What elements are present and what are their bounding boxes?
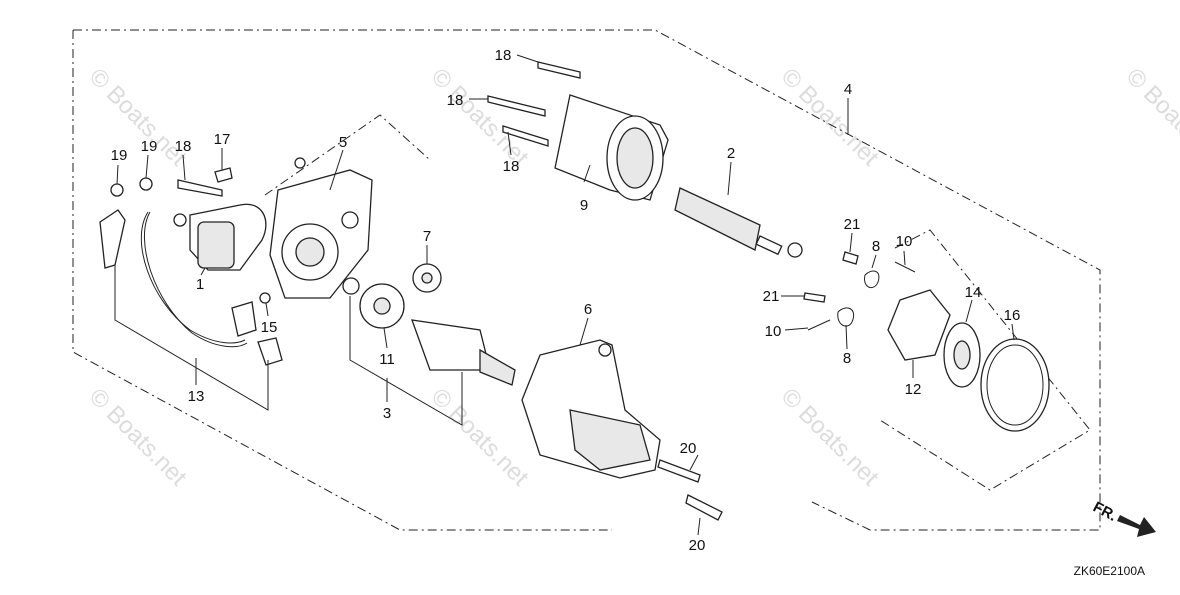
watermark: © Boats.net bbox=[426, 383, 534, 491]
part-21-screw bbox=[803, 292, 826, 303]
part-1-solenoid bbox=[173, 203, 267, 271]
part-18-bolt bbox=[537, 61, 581, 79]
callout-19: 19 bbox=[111, 147, 128, 164]
callout-8: 8 bbox=[872, 238, 880, 255]
part-8-spring bbox=[837, 307, 854, 327]
part-15-screw bbox=[259, 292, 271, 304]
callout-17: 17 bbox=[214, 131, 231, 148]
front-label: FR. bbox=[1090, 499, 1119, 525]
part-17-bolt bbox=[214, 167, 233, 183]
inner-boundary bbox=[264, 114, 431, 196]
callout-16: 16 bbox=[1004, 307, 1021, 324]
part-5-end-cover bbox=[269, 157, 373, 299]
watermark: © Boats.net bbox=[1121, 63, 1180, 171]
callout-20: 20 bbox=[680, 440, 697, 457]
watermark: © Boats.net bbox=[776, 63, 884, 171]
callout-19: 19 bbox=[141, 138, 158, 155]
callout-18: 18 bbox=[175, 138, 192, 155]
watermark: © Boats.net bbox=[776, 383, 884, 491]
callout-18: 18 bbox=[495, 47, 512, 64]
brush-group-boundary bbox=[879, 229, 1091, 491]
part-20-bolt bbox=[685, 494, 723, 521]
part-13-cable bbox=[99, 209, 257, 348]
part-19-nut bbox=[139, 177, 153, 191]
callout-18: 18 bbox=[447, 92, 464, 109]
callout-1: 1 bbox=[196, 276, 204, 293]
front-arrow-icon bbox=[1117, 515, 1156, 537]
diagram-code: ZK60E2100A bbox=[1074, 564, 1145, 578]
part-11-gear bbox=[359, 283, 405, 329]
part-20-bolt bbox=[657, 459, 701, 483]
callout-2: 2 bbox=[727, 145, 735, 162]
part-6-housing bbox=[521, 339, 661, 479]
part-9-yoke bbox=[554, 94, 669, 201]
callout-10: 10 bbox=[765, 323, 782, 340]
part-19-nut bbox=[110, 183, 124, 197]
part-2-armature bbox=[674, 187, 803, 258]
callout-13: 13 bbox=[188, 388, 205, 405]
callout-5: 5 bbox=[339, 134, 347, 151]
callout-4: 4 bbox=[844, 81, 852, 98]
callout-7: 7 bbox=[423, 228, 431, 245]
callout-14: 14 bbox=[965, 284, 982, 301]
part-14-plate bbox=[943, 322, 981, 388]
part-8-spring bbox=[864, 270, 880, 289]
part-3-pinion bbox=[411, 319, 516, 386]
leader-lines bbox=[114, 54, 1015, 536]
callout-18: 18 bbox=[503, 158, 520, 175]
callout-21: 21 bbox=[763, 288, 780, 305]
callout-21: 21 bbox=[844, 216, 861, 233]
part-10-brush bbox=[894, 261, 916, 273]
assembly-boundary-left bbox=[72, 30, 612, 531]
callout-10: 10 bbox=[896, 233, 913, 250]
callout-3: 3 bbox=[383, 405, 391, 422]
part-12-brush-holder bbox=[887, 289, 951, 361]
part-18-bolt bbox=[487, 95, 546, 117]
assembly-boundary bbox=[73, 29, 1101, 531]
callout-8: 8 bbox=[843, 350, 851, 367]
callout-12: 12 bbox=[905, 381, 922, 398]
part-16-ring bbox=[980, 338, 1050, 432]
part-washer bbox=[342, 277, 360, 295]
watermark: © Boats.net bbox=[426, 63, 534, 171]
callout-11: 11 bbox=[379, 351, 395, 368]
part-18-bolt bbox=[177, 179, 223, 197]
part-18-bolt bbox=[502, 125, 549, 147]
terminal-cover bbox=[257, 337, 283, 366]
part-10-brush bbox=[807, 319, 831, 331]
callout-20: 20 bbox=[689, 537, 706, 554]
part-7-gear bbox=[412, 263, 442, 293]
callout-9: 9 bbox=[580, 197, 588, 214]
part-21-screw bbox=[842, 251, 859, 265]
callout-15: 15 bbox=[261, 319, 278, 336]
watermark: © Boats.net bbox=[84, 383, 192, 491]
callout-6: 6 bbox=[584, 301, 592, 318]
front-direction-indicator: FR. bbox=[1090, 499, 1156, 537]
watermark: © Boats.net bbox=[84, 63, 192, 171]
